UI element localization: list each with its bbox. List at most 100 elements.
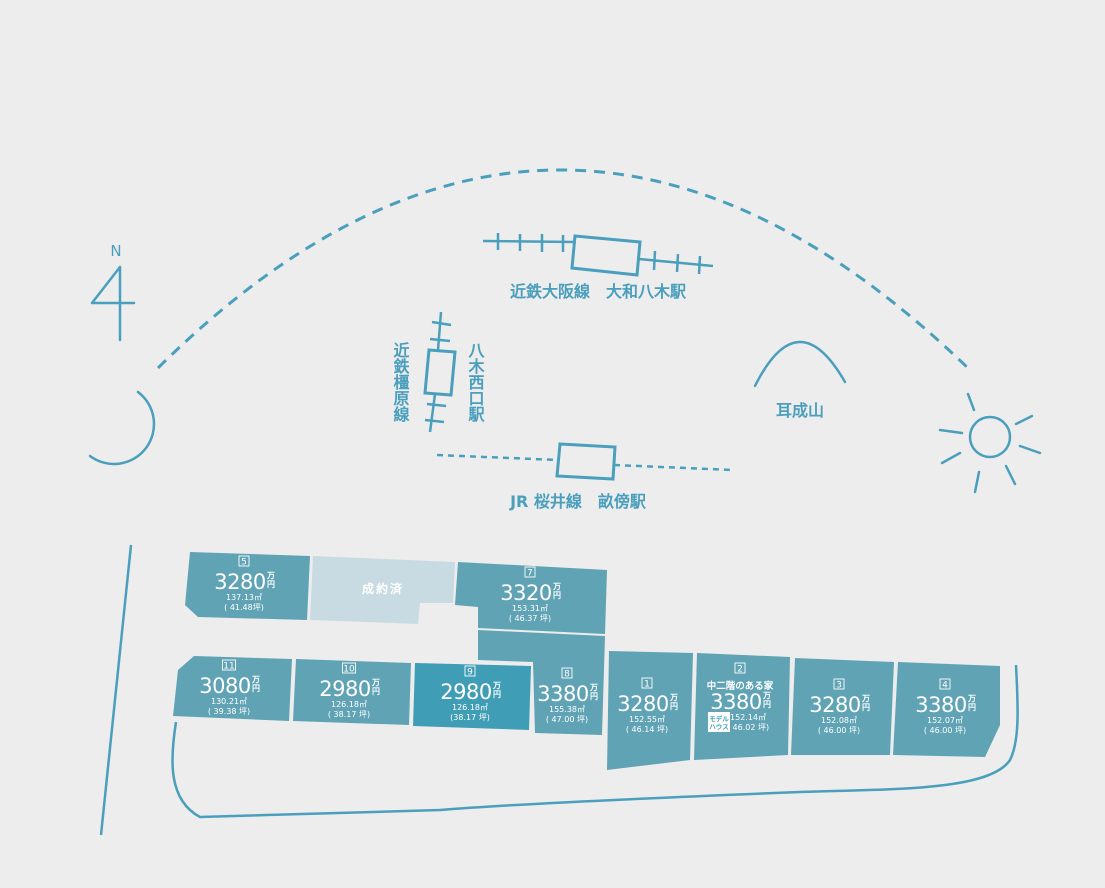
jr-sakurai-label: JR 桜井線 畝傍駅 xyxy=(509,492,647,511)
lot-shape-sold xyxy=(310,556,455,624)
moon-icon xyxy=(88,390,156,466)
lot-unit-man: 万 xyxy=(552,582,561,591)
lot-unit-man: 万 xyxy=(762,691,771,700)
sky-arc xyxy=(156,168,974,374)
lot-unit-en: 円 xyxy=(670,702,678,711)
lot-shape-9[interactable] xyxy=(413,663,531,730)
mountain-icon xyxy=(753,340,847,388)
north-label: N xyxy=(110,242,121,260)
lot-shape-10[interactable] xyxy=(293,659,411,725)
lot-price: 3280 xyxy=(214,570,265,594)
lot-unit-en: 円 xyxy=(862,703,870,712)
lot-unit-man: 万 xyxy=(589,683,598,692)
lot-number: 11 xyxy=(223,662,234,672)
lot-area-tsubo: ( 41.48坪) xyxy=(224,603,264,612)
lot-area-sqm: 153.31㎡ xyxy=(512,604,548,613)
lot-number: 1 xyxy=(644,680,650,690)
lot-unit-en: 円 xyxy=(252,684,260,693)
lot-shape-5[interactable] xyxy=(185,552,310,620)
roads xyxy=(99,544,1019,836)
lot-number: 4 xyxy=(942,681,948,691)
model-house-badge xyxy=(708,712,730,732)
lot-area-sqm: 130.21㎡ xyxy=(211,697,247,706)
lot-price: 3380 xyxy=(710,690,761,714)
lot-number: 7 xyxy=(527,569,533,579)
kintetsu-osaka-label: 近鉄大阪線 大和八木駅 xyxy=(510,282,687,301)
lot-number-box xyxy=(833,678,845,690)
lot-number-box xyxy=(734,662,746,674)
lot-unit-man: 万 xyxy=(967,694,976,703)
lot-unit-en: 円 xyxy=(968,703,976,712)
kintetsu-osaka-line xyxy=(482,233,714,277)
lot-unit-man: 万 xyxy=(266,571,275,580)
lot-number-box xyxy=(222,659,236,671)
lot-area-sqm: 126.18㎡ xyxy=(331,700,367,709)
kintetsu-kashihara-line xyxy=(423,311,457,433)
model-house-badge-top: モデル xyxy=(709,714,729,723)
lot-area-tsubo: ( 38.17 坪) xyxy=(328,710,370,719)
lot-note: 中二階のある家 xyxy=(707,680,774,692)
lot-area-tsubo: ( 46.02 坪) xyxy=(727,723,769,732)
lot-area-tsubo: ( 39.38 坪) xyxy=(208,707,250,716)
lot-shape-3[interactable] xyxy=(791,658,894,755)
lot-number-box xyxy=(641,677,653,689)
compass: N xyxy=(90,242,136,342)
yagi-nishiguchi-label: 八木西口駅 xyxy=(466,342,486,423)
lot-number-box xyxy=(524,566,536,578)
lot-price: 3280 xyxy=(809,693,860,717)
miminashi-label: 耳成山 xyxy=(776,401,824,420)
lot-shape-2[interactable] xyxy=(694,653,790,760)
sun-icon xyxy=(938,392,1042,494)
lot-unit-man: 万 xyxy=(669,693,678,702)
lot-price: 2980 xyxy=(440,680,491,704)
lot-area-sqm: 152.07㎡ xyxy=(927,716,963,725)
lots xyxy=(173,552,1000,770)
lot-area-sqm: 152.55㎡ xyxy=(629,715,665,724)
lot-unit-en: 円 xyxy=(763,700,771,709)
lot-shape-11[interactable] xyxy=(173,656,292,721)
model-house-badge-bottom: ハウス xyxy=(709,723,729,731)
lot-price: 3380 xyxy=(915,693,966,717)
lot-shape-1[interactable] xyxy=(607,651,693,770)
lot-price: 3380 xyxy=(537,682,588,706)
lot-area-sqm: 152.14㎡ xyxy=(730,713,766,722)
lot-unit-man: 万 xyxy=(371,678,380,687)
lot-unit-en: 円 xyxy=(267,580,275,589)
lot-shape-8[interactable] xyxy=(478,630,605,735)
lot-unit-man: 万 xyxy=(251,675,260,684)
lot-price: 3320 xyxy=(500,581,551,605)
lot-price: 2980 xyxy=(319,677,370,701)
lot-area-sqm: 126.18㎡ xyxy=(452,703,488,712)
jr-sakurai-line xyxy=(436,442,734,481)
lot-area-sqm: 155.38㎡ xyxy=(549,705,585,714)
lot-number: 9 xyxy=(467,668,473,678)
nishiguchi-vertical-text: 八木西口駅 xyxy=(466,342,486,423)
north-arrow-icon xyxy=(90,265,136,342)
lot-shape-7[interactable] xyxy=(455,562,607,634)
lot-unit-en: 円 xyxy=(372,687,380,696)
lot-sold-label: 成約済 xyxy=(362,581,404,596)
lot-area-tsubo: ( 46.00 坪) xyxy=(818,726,860,735)
kintetsu-kashihara-label: 近鉄橿原線 xyxy=(391,341,410,423)
lot-number: 10 xyxy=(343,665,355,675)
lot-unit-man: 万 xyxy=(861,694,870,703)
lot-area-tsubo: ( 46.00 坪) xyxy=(924,726,966,735)
lot-number: 3 xyxy=(836,681,842,691)
lot-area-tsubo: ( 46.37 坪) xyxy=(509,614,551,623)
lot-shape-4[interactable] xyxy=(893,662,1000,757)
kashihara-vertical-text: 近鉄橿原線 xyxy=(391,341,410,423)
lot-number: 8 xyxy=(564,670,570,680)
lot-area-sqm: 137.13㎡ xyxy=(226,593,262,602)
lot-unit-en: 円 xyxy=(493,690,501,699)
lot-price: 3080 xyxy=(199,674,250,698)
lot-area-tsubo: (38.17 坪) xyxy=(450,713,490,722)
lot-price: 3280 xyxy=(617,692,668,716)
lot-area-tsubo: ( 47.00 坪) xyxy=(546,715,588,724)
lot-area-tsubo: ( 46.14 坪) xyxy=(626,725,668,734)
lot-number: 2 xyxy=(737,665,743,675)
lot-unit-en: 円 xyxy=(590,692,598,701)
lot-number-box xyxy=(561,667,573,679)
lot-unit-man: 万 xyxy=(492,681,501,690)
lot-number-box xyxy=(238,555,250,567)
